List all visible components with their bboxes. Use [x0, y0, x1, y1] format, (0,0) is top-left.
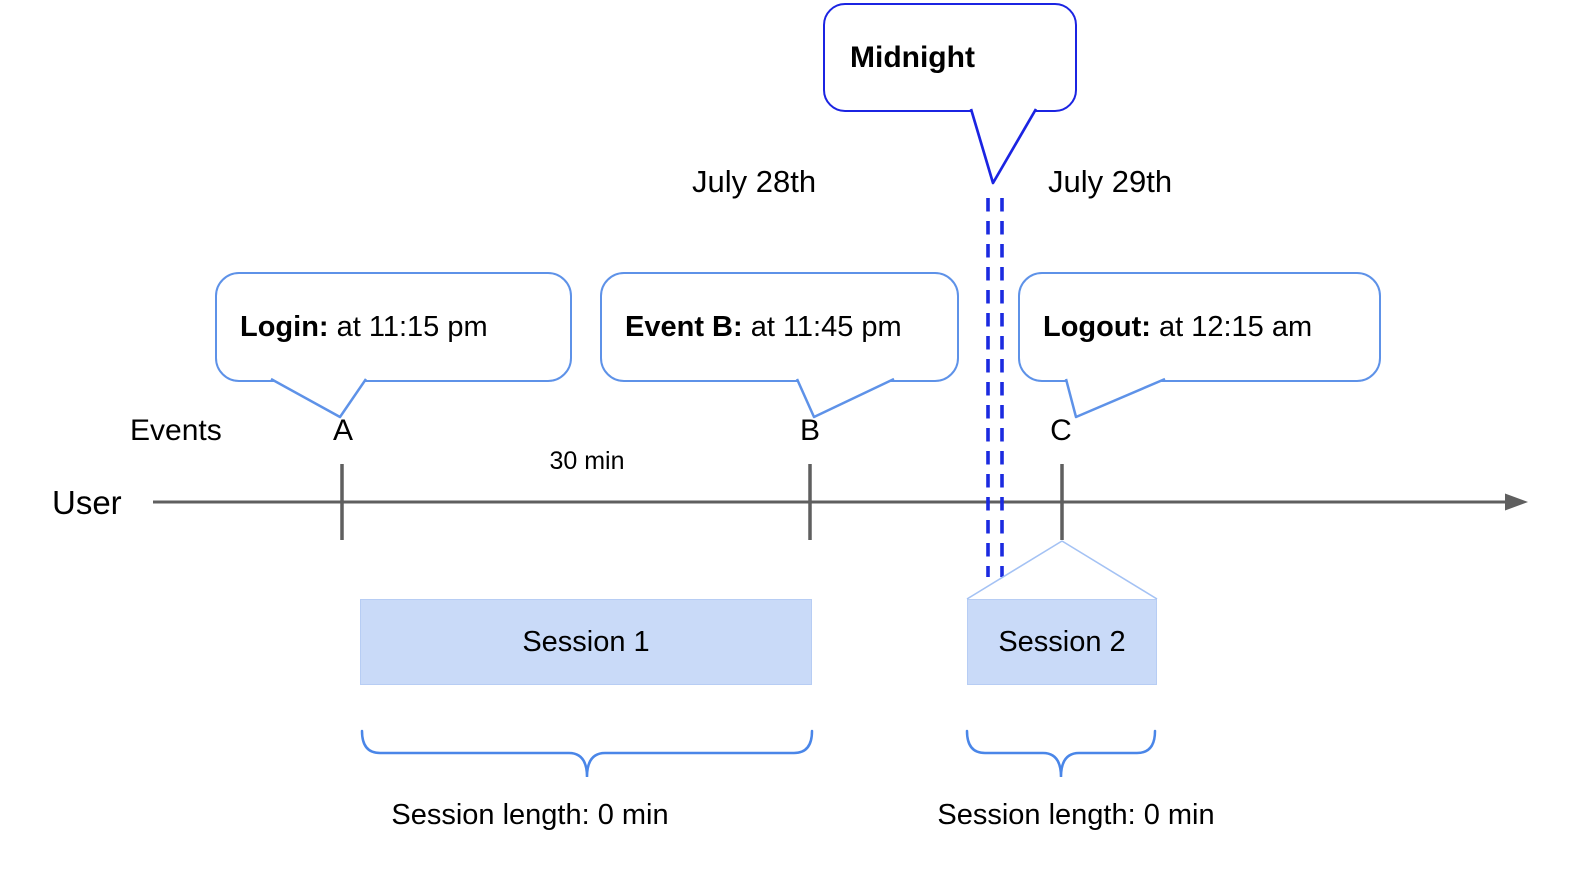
- logout-callout-tail: [1064, 377, 1166, 419]
- logout-callout-label-rest: at 12:15 am: [1150, 310, 1313, 343]
- session-1-label: Session 1: [522, 625, 650, 658]
- session-2-funnel-line-right: [1061, 540, 1158, 600]
- event-marker-c: C: [1050, 414, 1072, 447]
- event-b-callout-label: Event B: at 11:45 pm: [602, 310, 902, 343]
- event-b-callout-label-bold: Event B:: [625, 310, 743, 343]
- login-callout-bubble: Login: at 11:15 pm: [215, 272, 572, 382]
- login-callout-label-bold: Login:: [240, 310, 329, 343]
- midnight-callout-label: Midnight: [850, 40, 975, 74]
- session-2-length-label: Session length: 0 min: [937, 799, 1215, 831]
- interval-label-30min: 30 min: [549, 447, 625, 475]
- event-b-callout-label-rest: at 11:45 pm: [742, 310, 902, 343]
- event-marker-b: B: [799, 414, 821, 447]
- event-b-callout-bubble: Event B: at 11:45 pm: [600, 272, 959, 382]
- timeline-arrowhead-icon: [1505, 493, 1528, 511]
- login-callout-label-rest: at 11:15 pm: [328, 310, 488, 343]
- logout-callout-label-bold: Logout:: [1043, 310, 1151, 343]
- user-axis-label: User: [52, 484, 122, 521]
- event-b-callout-tail: [795, 377, 895, 419]
- login-callout-tail: [270, 377, 368, 419]
- date-label-july-28: July 28th: [692, 164, 817, 199]
- session-2-box: Session 2: [967, 599, 1157, 685]
- events-axis-label: Events: [130, 414, 222, 447]
- logout-callout-bubble: Logout: at 12:15 am: [1018, 272, 1381, 382]
- midnight-callout-tail: [969, 108, 1038, 185]
- logout-callout-label: Logout: at 12:15 am: [1020, 310, 1313, 343]
- midnight-callout-bubble: Midnight: [823, 3, 1077, 112]
- session-1-brace: [360, 729, 814, 778]
- session-1-box: Session 1: [360, 599, 812, 685]
- login-callout-label: Login: at 11:15 pm: [217, 310, 488, 343]
- session-2-label: Session 2: [998, 625, 1126, 658]
- event-marker-a: A: [332, 414, 354, 447]
- session-1-length-label: Session length: 0 min: [391, 799, 669, 831]
- session-2-brace: [965, 729, 1157, 778]
- session-2-funnel-line-left: [966, 540, 1063, 600]
- date-label-july-29: July 29th: [1048, 164, 1173, 199]
